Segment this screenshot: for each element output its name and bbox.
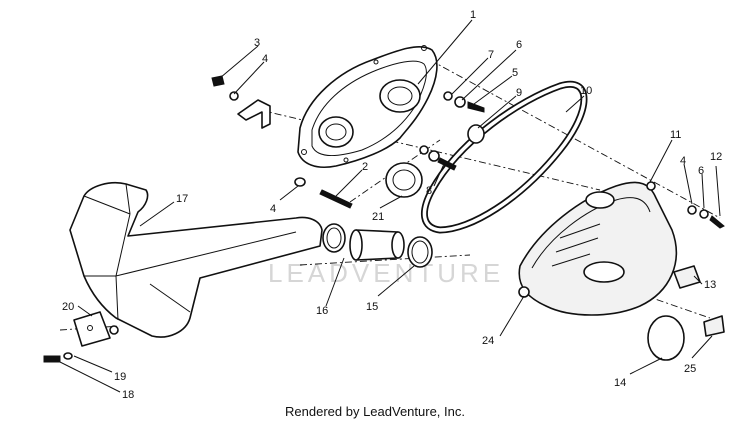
watermark: LEADVENTURE xyxy=(268,258,504,288)
callouts: 1 3 4 7 6 5 9 10 2 8 21 4 11 4 6 12 13 1… xyxy=(62,9,722,401)
clamp-ring xyxy=(407,236,433,268)
drive-belt xyxy=(421,80,588,234)
callout-6-top: 6 xyxy=(516,39,522,51)
callout-24: 24 xyxy=(482,335,494,347)
callout-7: 7 xyxy=(488,49,494,61)
callout-15: 15 xyxy=(366,301,378,313)
callout-20: 20 xyxy=(62,301,74,313)
callout-10: 10 xyxy=(580,85,592,97)
coupler-boot xyxy=(322,223,405,261)
callout-12: 12 xyxy=(710,151,722,163)
callout-4-top: 4 xyxy=(262,53,268,65)
callout-1: 1 xyxy=(470,9,476,21)
leader-lines xyxy=(51,19,721,393)
callout-3: 3 xyxy=(254,37,260,49)
washer-14 xyxy=(647,315,685,361)
intake-duct xyxy=(69,181,323,338)
callout-4-right: 4 xyxy=(680,155,686,167)
callout-14: 14 xyxy=(614,377,626,389)
callout-17: 17 xyxy=(176,193,188,205)
callout-13: 13 xyxy=(704,279,716,291)
outer-clutch-cover xyxy=(518,181,678,316)
bracket-4 xyxy=(237,99,271,129)
pad-13 xyxy=(673,265,701,289)
callout-9: 9 xyxy=(516,87,522,99)
inner-cover xyxy=(297,45,438,168)
callout-25: 25 xyxy=(684,363,696,375)
callout-5: 5 xyxy=(512,67,518,79)
callout-6-right: 6 xyxy=(698,165,704,177)
pad-25 xyxy=(703,315,725,337)
fasteners xyxy=(43,75,725,363)
bracket-20 xyxy=(73,311,119,347)
callout-21: 21 xyxy=(372,211,384,223)
callout-19: 19 xyxy=(114,371,126,383)
callout-18: 18 xyxy=(122,389,134,401)
callout-2: 2 xyxy=(362,161,368,173)
seal xyxy=(385,162,423,198)
callout-16: 16 xyxy=(316,305,328,317)
footer-credit: Rendered by LeadVenture, Inc. xyxy=(285,404,465,419)
callout-11: 11 xyxy=(670,129,681,141)
callout-4-left: 4 xyxy=(270,203,276,215)
callout-8: 8 xyxy=(426,185,432,197)
